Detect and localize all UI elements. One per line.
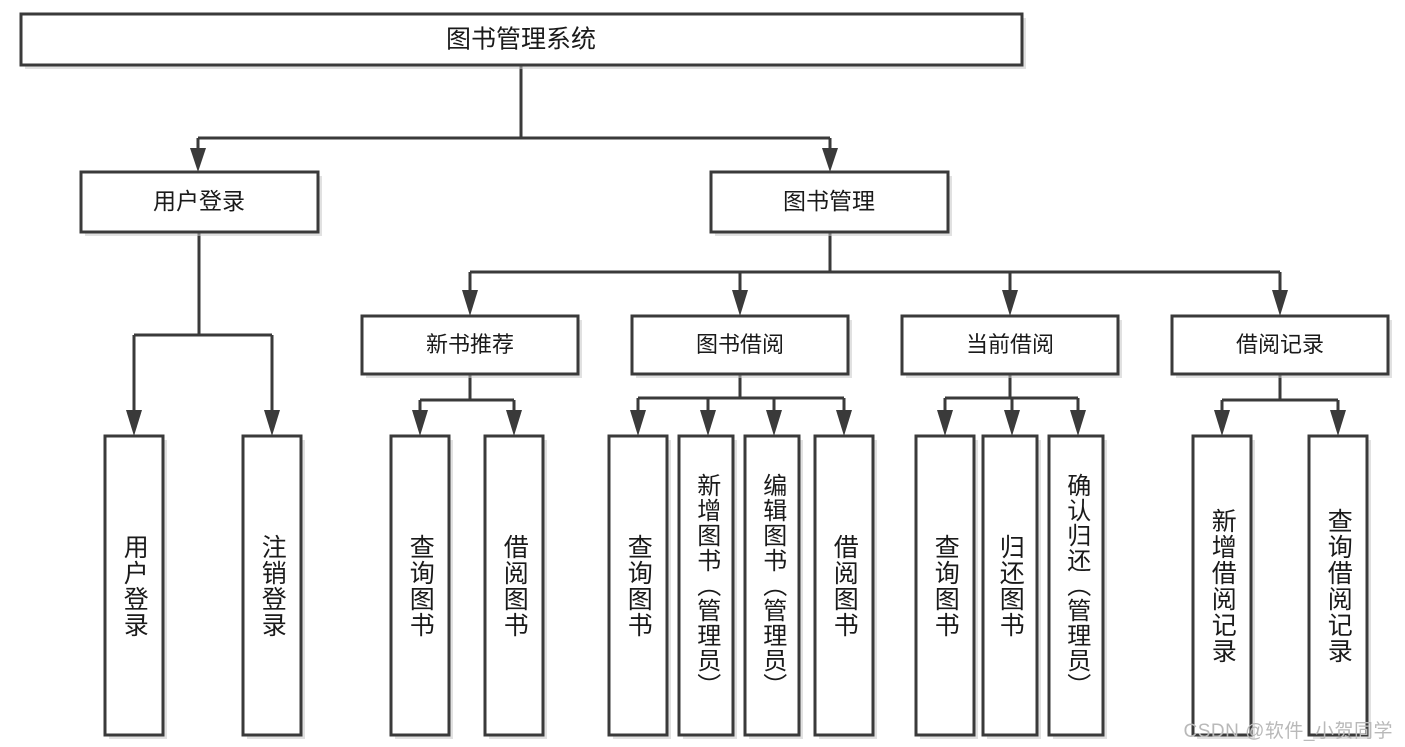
arrow-to-book-borrow xyxy=(732,290,748,316)
arrow-to-leaf-borrow-book xyxy=(836,410,852,436)
leaf-box-user-login[interactable] xyxy=(103,434,165,737)
arrow-to-new-book-recommend xyxy=(462,290,478,316)
arrow-to-leaf-borrow-query xyxy=(630,410,646,436)
root-node-label: 图书管理系统 xyxy=(446,26,596,54)
arrow-to-book-management xyxy=(822,148,838,172)
level1-node-user-login-label: 用户登录 xyxy=(153,188,245,214)
leaf-box-recommend-query-book[interactable] xyxy=(389,434,451,737)
leaf-box-confirm-return-admin[interactable] xyxy=(1047,434,1105,737)
level2-node-borrow-record-label: 借阅记录 xyxy=(1236,332,1324,357)
leaf-box-borrow-query-book[interactable] xyxy=(607,434,669,737)
leaf-box-query-borrow-record[interactable] xyxy=(1307,434,1369,737)
level2-node-new-book-recommend-box[interactable] xyxy=(360,314,580,376)
level2-node-book-borrow-label: 图书借阅 xyxy=(696,332,784,357)
arrow-to-leaf-recommend-query xyxy=(412,410,428,436)
arrow-to-current-borrow xyxy=(1002,290,1018,316)
arrow-to-leaf-user-login xyxy=(126,410,142,436)
edges-group xyxy=(126,65,1346,436)
leaf-box-add-borrow-record[interactable] xyxy=(1191,434,1253,737)
arrow-to-leaf-add-book xyxy=(700,410,716,436)
leaf-box-add-book-admin[interactable] xyxy=(677,434,735,737)
arrow-to-leaf-add-record xyxy=(1214,410,1230,436)
arrow-to-leaf-confirm-return xyxy=(1070,410,1086,436)
level1-node-user-login-box[interactable] xyxy=(79,170,320,234)
arrow-to-leaf-current-query xyxy=(937,410,953,436)
csdn-watermark: CSDN @软件_小贺同学 xyxy=(1183,721,1393,742)
leaf-box-edit-book-admin[interactable] xyxy=(743,434,801,737)
arrow-to-leaf-edit-book xyxy=(766,410,782,436)
leaf-box-logout-login[interactable] xyxy=(241,434,303,737)
level2-node-book-borrow-box[interactable] xyxy=(630,314,850,376)
level2-node-current-borrow-box[interactable] xyxy=(900,314,1120,376)
root-node-box[interactable] xyxy=(19,12,1024,67)
arrow-to-leaf-recommend-borrow xyxy=(506,410,522,436)
leaf-box-current-query-book[interactable] xyxy=(914,434,976,737)
level2-node-borrow-record-box[interactable] xyxy=(1170,314,1390,376)
leaf-box-return-book[interactable] xyxy=(981,434,1039,737)
arrow-to-user-login xyxy=(190,148,206,172)
level2-node-current-borrow-label: 当前借阅 xyxy=(966,332,1054,357)
level1-node-book-management-box[interactable] xyxy=(709,170,950,234)
nodes-group: 图书管理系统 用户登录 图书管理 新书推荐 图书借阅 当前借阅 借阅记录 xyxy=(19,12,1392,739)
arrow-to-borrow-record xyxy=(1272,290,1288,316)
level2-node-new-book-recommend-label: 新书推荐 xyxy=(426,332,514,357)
leaf-box-recommend-borrow-book[interactable] xyxy=(483,434,545,737)
leaf-box-borrow-book[interactable] xyxy=(813,434,875,737)
arrow-to-leaf-query-record xyxy=(1330,410,1346,436)
level1-node-book-management-label: 图书管理 xyxy=(783,188,875,214)
arrow-to-leaf-logout xyxy=(264,410,280,436)
arrow-to-leaf-return-book xyxy=(1004,410,1020,436)
